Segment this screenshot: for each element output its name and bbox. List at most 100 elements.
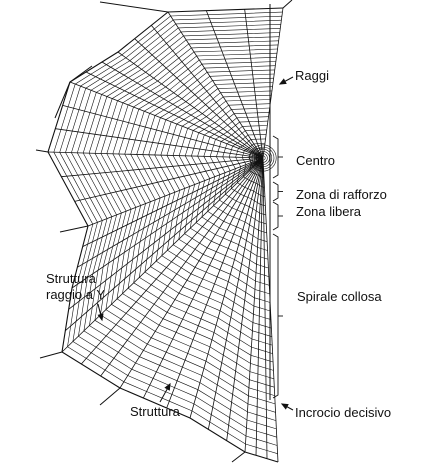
radial-thread (189, 157, 264, 419)
spiral-thread (166, 90, 272, 295)
label-zona-rafforzo: Zona di rafforzo (296, 187, 387, 202)
spiral-thread (184, 103, 271, 269)
spiral-thread (209, 120, 268, 234)
radial-thread (205, 10, 264, 159)
label-zona-libera: Zona libera (296, 204, 362, 219)
spiral-thread (191, 107, 270, 260)
spiral-thread (197, 112, 270, 251)
radial-thread (262, 157, 268, 459)
radial-thread (134, 38, 264, 159)
anchor-thread (39, 351, 63, 359)
spiral-thread (53, 11, 283, 454)
radial-thread (47, 151, 264, 159)
radial-thread (207, 157, 264, 430)
anchor-thread (99, 387, 121, 406)
radial-thread (71, 157, 264, 289)
radial-thread (65, 157, 264, 331)
anchor-thread (282, 0, 293, 9)
spiral-thread (154, 82, 274, 312)
radial-thread (77, 157, 264, 268)
spiral-thread (88, 36, 280, 405)
pointer-incrocio-decisivo-head (280, 403, 289, 410)
hub-ring (251, 146, 275, 170)
hub-ring (260, 155, 266, 161)
radial-thread (100, 157, 264, 377)
radial-thread (82, 157, 264, 248)
spiral-thread (76, 28, 281, 421)
radial-thread (244, 9, 264, 159)
radial-thread (142, 157, 264, 399)
radial-thread (117, 51, 264, 159)
hub-ring (256, 151, 270, 165)
spiral-thread (112, 52, 278, 371)
spiral-thread (235, 138, 266, 197)
radial-thread (68, 157, 264, 310)
spiral-thread (241, 143, 265, 188)
radial-thread (74, 157, 264, 202)
spiral-thread (148, 77, 274, 320)
radial-thread (262, 157, 279, 463)
spiral-thread (203, 116, 269, 242)
anchor-thread (231, 451, 246, 463)
label-incrocio-decisivo: Incrocio decisivo (295, 405, 392, 420)
radial-thread (262, 7, 284, 159)
spiral-thread (59, 15, 282, 446)
pointer-raggi-head (278, 78, 287, 85)
spiral-thread (255, 152, 264, 169)
hub-ring (253, 148, 273, 168)
anchor-thread (54, 81, 71, 119)
hub-ring (258, 153, 268, 163)
radial-thread (101, 61, 264, 159)
anchor-thread (69, 65, 93, 83)
spiral-thread (100, 44, 279, 388)
web-frame-thread (47, 7, 284, 463)
label-centro: Centro (296, 153, 336, 168)
spiral-thread (222, 129, 267, 216)
label-struttura-raggio-y-line2: raggio a Y (46, 287, 106, 302)
pointer-struttura-head (164, 382, 171, 391)
radial-thread (166, 157, 264, 409)
radial-thread (119, 157, 264, 389)
spiral-thread (124, 61, 276, 354)
bracket-zona-rafforzo (272, 181, 279, 202)
spiral-thread (172, 94, 272, 286)
radial-thread (69, 81, 264, 159)
spiral-thread (248, 147, 265, 179)
spiral-thread (142, 73, 275, 329)
anchor-thread (35, 149, 49, 153)
spiral-thread (82, 32, 280, 413)
spiral-thread (106, 48, 278, 380)
radial-thread (85, 71, 264, 159)
spiral-thread (136, 69, 275, 337)
spiral-thread (94, 40, 279, 396)
label-struttura: Struttura (130, 404, 180, 419)
radial-thread (255, 157, 264, 456)
spiral-thread (65, 19, 282, 438)
radial-thread (61, 157, 264, 178)
spiral-thread (118, 57, 277, 363)
radial-thread (61, 157, 264, 353)
spiral-thread (71, 24, 281, 430)
anchor-thread (59, 225, 89, 233)
spiral-thread (178, 99, 271, 277)
radial-thread (226, 157, 264, 441)
hub-ring (249, 144, 277, 172)
spiral-thread (216, 125, 268, 225)
radial-thread (244, 157, 264, 453)
label-raggi: Raggi (295, 68, 329, 83)
spiral-thread (228, 134, 267, 207)
label-struttura-raggio-y-line1: Struttura (46, 271, 96, 286)
bracket-zona-libera (272, 201, 279, 231)
label-spirale-collosa: Spirale collosa (297, 289, 382, 304)
radial-thread (62, 104, 264, 159)
radial-thread (167, 11, 264, 159)
radial-thread (55, 128, 264, 159)
spiral-thread (160, 86, 273, 303)
radial-thread (87, 157, 264, 227)
spiral-thread (130, 65, 276, 346)
radial-thread (81, 157, 264, 365)
anchor-thread (99, 1, 169, 13)
radial-thread (151, 25, 264, 159)
